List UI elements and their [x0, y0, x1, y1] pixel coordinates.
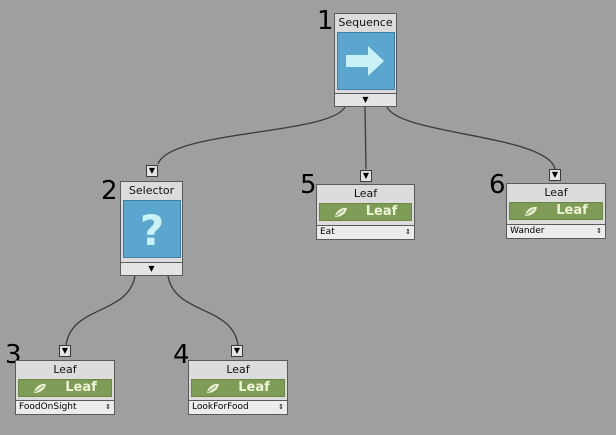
- output-port[interactable]: ▼: [121, 262, 182, 275]
- node-number: 2: [101, 176, 118, 206]
- node-title: Leaf: [353, 187, 378, 200]
- leaf-node-foodonsight[interactable]: Leaf Leaf FoodOnSight ⇕: [15, 360, 115, 415]
- action-select[interactable]: Wander ⇕: [507, 224, 605, 238]
- leaf-badge: Leaf: [319, 203, 412, 221]
- leaf-node-wander[interactable]: Leaf Leaf Wander ⇕: [506, 183, 606, 239]
- leaf-icon: [207, 383, 219, 393]
- input-port[interactable]: ▼: [549, 169, 561, 181]
- updown-arrows-icon: ⇕: [105, 403, 111, 411]
- leaf-badge: Leaf: [18, 379, 112, 397]
- node-title: Leaf: [226, 363, 250, 376]
- svg-text:?: ?: [140, 206, 164, 255]
- action-value: FoodOnSight: [19, 402, 77, 412]
- input-port[interactable]: ▼: [231, 345, 243, 357]
- leaf-icon: [34, 383, 46, 393]
- selector-node[interactable]: Selector ? ▼: [120, 181, 183, 276]
- action-value: LookForFood: [192, 402, 249, 412]
- action-select[interactable]: Eat ⇕: [317, 225, 414, 239]
- badge-label: Leaf: [65, 380, 97, 395]
- node-number: 5: [300, 170, 317, 200]
- connection-sequence-wander: [386, 106, 556, 170]
- output-port[interactable]: ▼: [335, 93, 396, 106]
- updown-arrows-icon: ⇕: [278, 403, 284, 411]
- action-value: Eat: [320, 227, 335, 237]
- badge-label: Leaf: [365, 204, 398, 219]
- leaf-badge: Leaf: [509, 202, 603, 220]
- leaf-badge: Leaf: [191, 379, 285, 397]
- leaf-icon: [525, 206, 537, 216]
- leaf-icon: [335, 207, 347, 217]
- node-number: 4: [173, 340, 190, 370]
- connection-selector-foodonsight: [65, 275, 136, 346]
- sequence-node[interactable]: Sequence ▼: [334, 13, 397, 107]
- input-port[interactable]: ▼: [59, 345, 71, 357]
- node-title: Leaf: [544, 186, 568, 199]
- input-port[interactable]: ▼: [360, 170, 372, 182]
- question-mark-icon: ?: [123, 200, 181, 258]
- updown-arrows-icon: ⇕: [596, 227, 602, 235]
- arrow-right-icon: [337, 32, 395, 90]
- badge-label: Leaf: [238, 380, 270, 395]
- node-title: Selector: [128, 184, 175, 197]
- node-number: 6: [489, 170, 506, 200]
- leaf-node-lookforfood[interactable]: Leaf Leaf LookForFood ⇕: [188, 360, 288, 415]
- connection-sequence-eat: [364, 106, 367, 170]
- connection-sequence-selector: [157, 106, 346, 165]
- node-number: 1: [317, 6, 334, 36]
- input-port[interactable]: ▼: [146, 165, 158, 177]
- connection-selector-lookforfood: [167, 275, 239, 346]
- badge-label: Leaf: [556, 203, 588, 218]
- updown-arrows-icon: ⇕: [405, 228, 411, 236]
- leaf-node-eat[interactable]: Leaf Leaf Eat ⇕: [316, 184, 415, 240]
- node-title: Leaf: [53, 363, 77, 376]
- node-title: Sequence: [338, 16, 393, 29]
- action-select[interactable]: FoodOnSight ⇕: [16, 400, 114, 414]
- action-value: Wander: [510, 226, 545, 236]
- action-select[interactable]: LookForFood ⇕: [189, 400, 287, 414]
